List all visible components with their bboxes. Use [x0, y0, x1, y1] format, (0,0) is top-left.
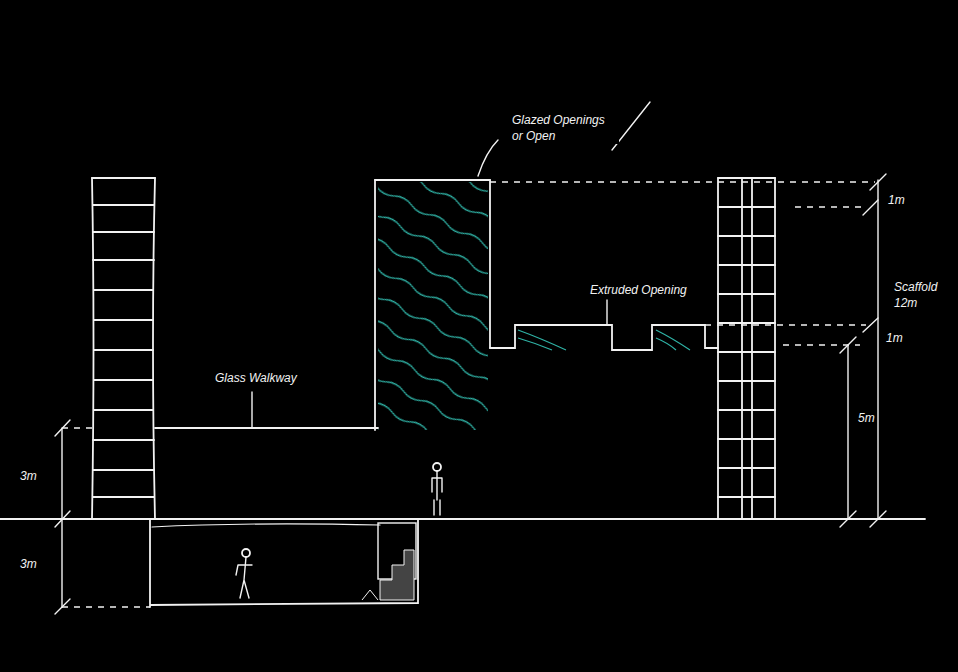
- annotation-label: Glazed Openings or Open: [510, 112, 619, 144]
- annotation-label: Scaffold 12m: [892, 279, 951, 311]
- annotation-label: Extruded Opening: [588, 282, 689, 298]
- annotation-label: 1m: [884, 330, 905, 346]
- annotation-label: 5m: [856, 410, 877, 426]
- annotation-label: Glass Walkway: [213, 370, 299, 386]
- annotation-label: 3m: [18, 556, 39, 572]
- annotation-label: 1m: [886, 192, 907, 208]
- annotation-label: 3m: [18, 468, 39, 484]
